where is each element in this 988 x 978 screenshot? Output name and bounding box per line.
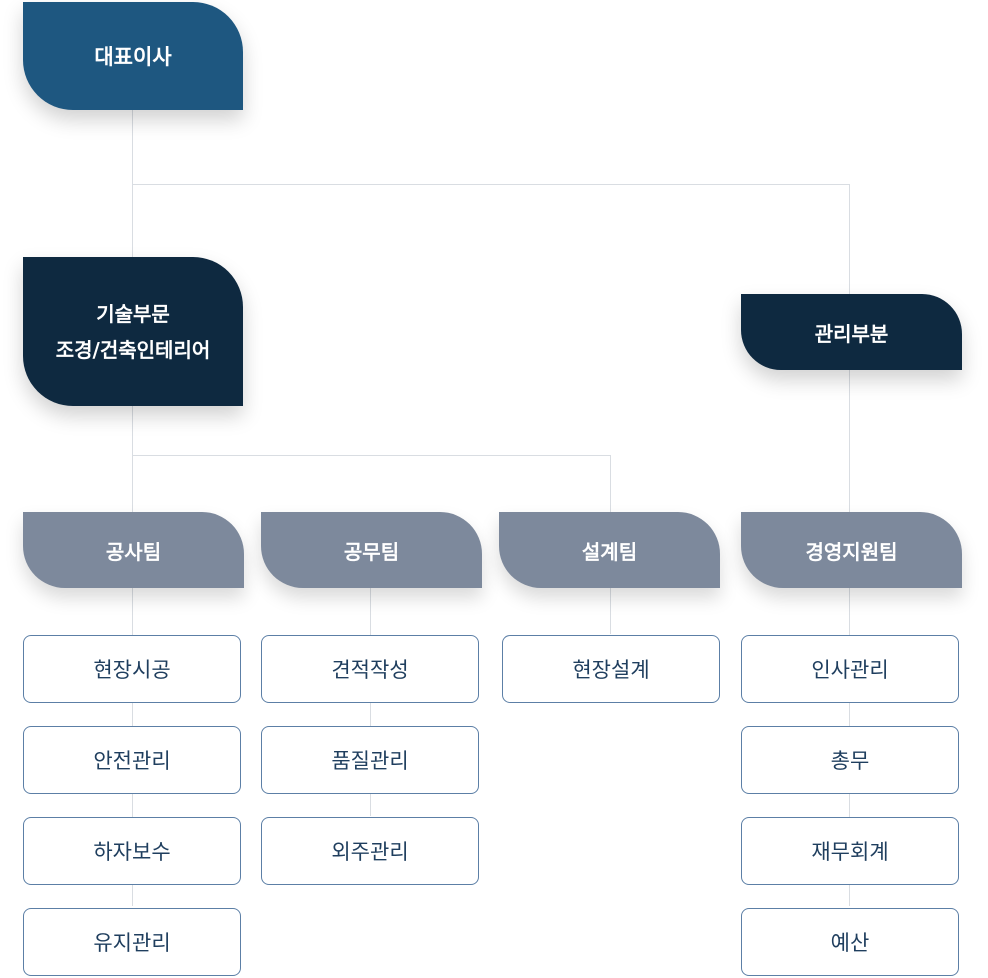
task-label: 총무 xyxy=(830,749,870,773)
task-box: 품질관리 xyxy=(261,726,479,794)
task-box: 안전관리 xyxy=(23,726,241,794)
team-node-design: 설계팀 xyxy=(499,512,720,588)
connector-line xyxy=(132,404,133,514)
admin-department-node: 관리부분 xyxy=(741,294,962,370)
task-label: 외주관리 xyxy=(331,840,409,864)
task-box: 예산 xyxy=(741,908,959,976)
connector-line xyxy=(610,455,611,514)
connector-line xyxy=(610,586,611,634)
team-node-construction: 공사팀 xyxy=(23,512,244,588)
task-label: 견적작성 xyxy=(331,658,409,682)
tech-department-node: 기술부문 조경/건축인테리어 xyxy=(23,257,243,406)
task-label: 재무회계 xyxy=(811,840,889,864)
task-box: 인사관리 xyxy=(741,635,959,703)
ceo-label: 대표이사 xyxy=(94,45,172,69)
connector-line xyxy=(849,368,850,514)
team-node-public-works: 공무팀 xyxy=(261,512,482,588)
admin-department-label: 관리부분 xyxy=(814,321,889,346)
task-box: 견적작성 xyxy=(261,635,479,703)
task-box: 현장시공 xyxy=(23,635,241,703)
team-label: 설계팀 xyxy=(581,539,638,564)
team-label: 공사팀 xyxy=(105,539,162,564)
task-label: 인사관리 xyxy=(811,658,889,682)
team-node-management-support: 경영지원팀 xyxy=(741,512,962,588)
connector-line xyxy=(132,108,133,258)
task-box: 외주관리 xyxy=(261,817,479,885)
connector-line xyxy=(849,184,850,296)
task-label: 현장시공 xyxy=(93,658,171,682)
task-box: 유지관리 xyxy=(23,908,241,976)
tech-department-subtitle: 조경/건축인테리어 xyxy=(55,337,211,362)
task-box: 총무 xyxy=(741,726,959,794)
task-label: 현장설계 xyxy=(572,658,650,682)
task-box: 하자보수 xyxy=(23,817,241,885)
task-label: 안전관리 xyxy=(93,749,171,773)
ceo-node: 대표이사 xyxy=(23,2,243,110)
task-box: 재무회계 xyxy=(741,817,959,885)
task-label: 품질관리 xyxy=(331,749,409,773)
tech-department-title: 기술부문 xyxy=(96,301,170,326)
task-label: 예산 xyxy=(830,931,870,955)
connector-line xyxy=(132,455,611,456)
task-label: 유지관리 xyxy=(93,931,171,955)
connector-line xyxy=(132,184,850,185)
task-box: 현장설계 xyxy=(502,635,720,703)
task-label: 하자보수 xyxy=(93,840,171,864)
team-label: 경영지원팀 xyxy=(805,539,898,564)
team-label: 공무팀 xyxy=(343,539,400,564)
